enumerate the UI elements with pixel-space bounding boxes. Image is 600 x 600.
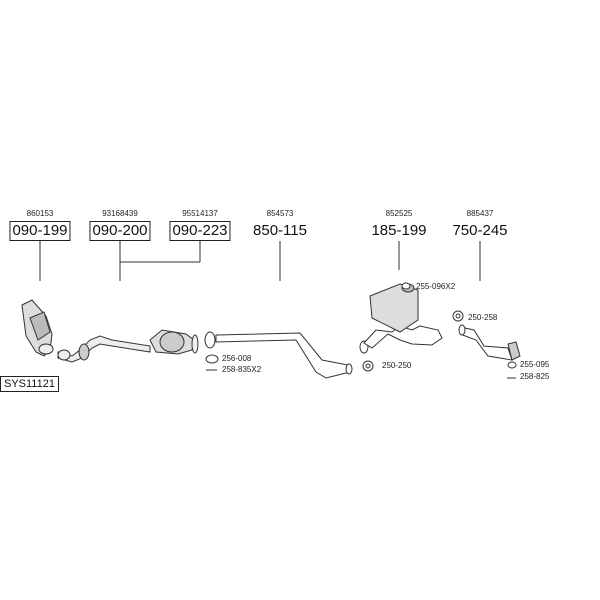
part-number-label[interactable]: 750-245 xyxy=(452,222,508,239)
oem-number: 95514137 xyxy=(182,209,218,218)
intermediate-pipe xyxy=(215,332,353,379)
part-number-label[interactable]: 090-199 xyxy=(9,221,71,241)
oem-number: 854573 xyxy=(266,209,294,218)
accessory-label[interactable]: 255-095 xyxy=(520,360,550,369)
accessory-label[interactable]: 258-835X2 xyxy=(222,365,262,374)
part-number-label[interactable]: 090-223 xyxy=(169,221,231,241)
accessory-label[interactable]: 256-008 xyxy=(222,354,252,363)
oem-number: 93168439 xyxy=(102,209,138,218)
part-number-label[interactable]: 090-200 xyxy=(89,221,151,241)
part-number-label[interactable]: 185-199 xyxy=(371,222,427,239)
accessory-label[interactable]: 258-825 xyxy=(520,372,550,381)
leader-lines xyxy=(39,241,481,281)
front-flex-pipe xyxy=(57,335,151,363)
oem-number: 860153 xyxy=(26,209,54,218)
part-number-label[interactable]: 850-115 xyxy=(253,222,307,239)
catalytic-converter xyxy=(149,329,216,355)
system-code: SYS11121 xyxy=(0,376,59,392)
oem-number: 852525 xyxy=(385,209,413,218)
tail-pipe xyxy=(458,324,521,361)
accessory-label[interactable]: 250-250 xyxy=(382,361,412,370)
accessory-label[interactable]: 255-096X2 xyxy=(416,282,456,291)
rear-silencer xyxy=(359,283,443,354)
oem-number: 885437 xyxy=(466,209,494,218)
manifold-catalyst xyxy=(21,299,54,357)
accessory-icons xyxy=(205,282,517,379)
accessory-label[interactable]: 250-258 xyxy=(468,313,498,322)
